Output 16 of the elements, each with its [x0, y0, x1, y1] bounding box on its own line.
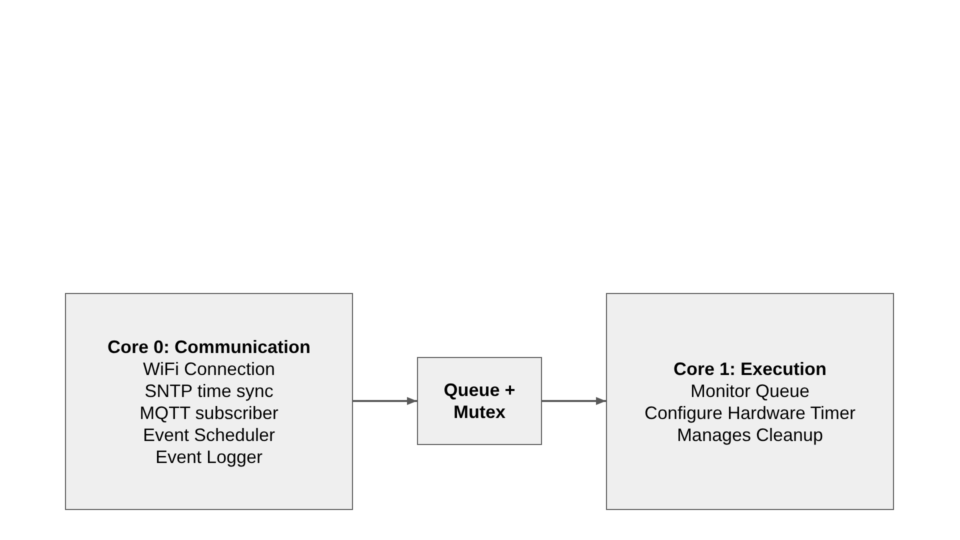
box-item: Monitor Queue	[690, 380, 810, 402]
box-item: Event Scheduler	[142, 424, 276, 446]
box-item: Event Logger	[155, 446, 263, 468]
process-box	[417, 357, 542, 445]
box-heading: Queue + Mutex	[442, 379, 516, 423]
box-heading: Core 0: Communication	[107, 336, 311, 358]
box-item: MQTT subscriber	[140, 402, 278, 424]
arrow	[353, 397, 417, 405]
box-heading: Core 1: Execution	[673, 358, 827, 380]
box-item: Configure Hardware Timer	[644, 402, 856, 424]
process-box	[65, 293, 353, 510]
box-item: SNTP time sync	[144, 380, 274, 402]
box-item: WiFi Connection	[142, 358, 276, 380]
arrow	[542, 397, 606, 405]
box-item: Manages Cleanup	[676, 424, 824, 446]
process-box	[606, 293, 894, 510]
